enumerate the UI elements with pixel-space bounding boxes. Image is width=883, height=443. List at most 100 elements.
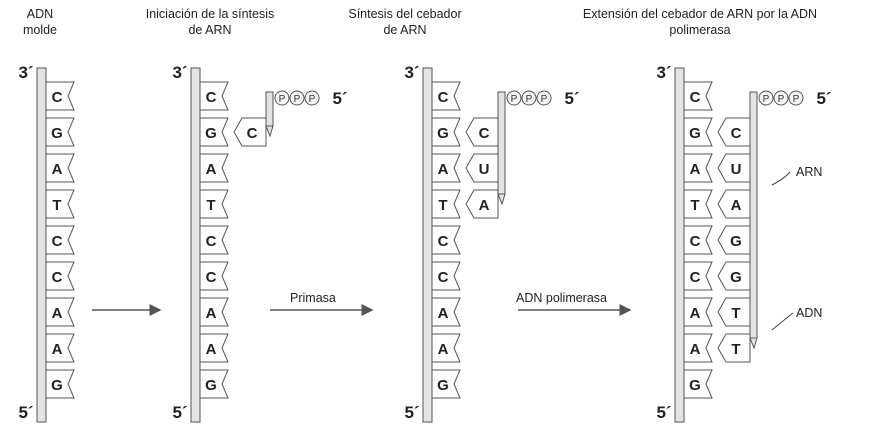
header-line: de ARN xyxy=(383,23,427,37)
new-base-tile xyxy=(717,297,751,327)
template-base-C: C xyxy=(690,269,701,286)
template-base-A: A xyxy=(52,161,63,178)
adn-label: ADN xyxy=(796,306,822,320)
phosphate-circle xyxy=(536,90,552,106)
header-line: Extensión del cebador de ARN por la ADN xyxy=(582,7,818,21)
template-backbone xyxy=(674,67,685,423)
new-base-tile xyxy=(717,189,751,219)
three-prime-label: 3´ xyxy=(18,63,33,82)
five-prime-label: 5´ xyxy=(404,403,419,422)
new-base-A: A xyxy=(731,197,742,214)
template-base-tile xyxy=(431,81,461,111)
triphosphate-five-prime-label: 5´ xyxy=(564,89,579,108)
template-base-tile xyxy=(431,153,461,183)
phosphate-circle xyxy=(773,90,789,106)
triphosphate-five-prime-label: 5´ xyxy=(332,89,347,108)
template-base-tile xyxy=(199,189,229,219)
phosphate-circle xyxy=(289,90,305,106)
primasa-label: Primasa xyxy=(290,291,336,305)
template-base-tile xyxy=(683,153,713,183)
new-base-tile xyxy=(717,117,751,147)
template-base-G: G xyxy=(689,125,701,142)
header-line: ADN xyxy=(26,7,54,21)
new-base-tile xyxy=(465,189,499,219)
new-base-tile xyxy=(465,117,499,147)
three-prime-label: 3´ xyxy=(404,63,419,82)
new-base-C: C xyxy=(247,125,258,142)
template-base-tile xyxy=(45,225,75,255)
template-base-tile xyxy=(683,189,713,219)
template-base-A: A xyxy=(206,161,217,178)
new-strand-backbone xyxy=(265,91,274,127)
three-prime-label: 3´ xyxy=(656,63,671,82)
template-base-tile xyxy=(199,369,229,399)
header-line: molde xyxy=(22,23,58,37)
template-base-tile xyxy=(431,225,461,255)
template-base-G: G xyxy=(437,377,449,394)
template-base-C: C xyxy=(52,269,63,286)
template-base-T: T xyxy=(206,197,215,214)
template-base-tile xyxy=(683,117,713,147)
new-base-tile xyxy=(717,153,751,183)
template-base-C: C xyxy=(438,233,449,250)
new-strand-tip xyxy=(265,125,274,138)
phosphate-letter: P xyxy=(294,94,301,105)
template-base-T: T xyxy=(438,197,447,214)
template-base-A: A xyxy=(206,305,217,322)
template-base-A: A xyxy=(206,341,217,358)
template-base-tile xyxy=(431,369,461,399)
template-base-G: G xyxy=(689,377,701,394)
template-base-G: G xyxy=(437,125,449,142)
adn-pointer xyxy=(771,312,794,331)
five-prime-label: 5´ xyxy=(172,403,187,422)
template-base-tile xyxy=(45,117,75,147)
template-base-C: C xyxy=(438,89,449,106)
template-base-A: A xyxy=(438,341,449,358)
adn-polimerasa-label: ADN polimerasa xyxy=(516,291,607,305)
template-base-C: C xyxy=(690,89,701,106)
phosphate-letter: P xyxy=(763,94,770,105)
template-base-tile xyxy=(45,153,75,183)
arn-pointer xyxy=(771,171,791,186)
template-base-C: C xyxy=(52,89,63,106)
new-base-T: T xyxy=(731,305,740,322)
header-line: Síntesis del cebador xyxy=(348,7,462,21)
template-base-tile xyxy=(45,333,75,363)
template-base-C: C xyxy=(438,269,449,286)
new-strand-tip xyxy=(497,193,506,206)
phosphate-letter: P xyxy=(778,94,785,105)
header-line: polimerasa xyxy=(669,23,731,37)
template-base-tile xyxy=(199,225,229,255)
new-base-U: U xyxy=(731,161,742,178)
template-base-tile xyxy=(45,297,75,327)
phosphate-circle xyxy=(274,90,290,106)
template-base-tile xyxy=(199,117,229,147)
template-backbone xyxy=(422,67,433,423)
template-base-G: G xyxy=(205,125,217,142)
phosphate-letter: P xyxy=(511,94,518,105)
new-base-G: G xyxy=(730,269,742,286)
header-line: de ARN xyxy=(188,23,232,37)
new-base-tile xyxy=(233,117,267,147)
triphosphate-five-prime-label: 5´ xyxy=(816,89,831,108)
template-base-T: T xyxy=(690,197,699,214)
template-base-tile xyxy=(45,81,75,111)
template-base-C: C xyxy=(206,89,217,106)
template-base-A: A xyxy=(438,305,449,322)
new-base-tile xyxy=(717,261,751,291)
template-base-tile xyxy=(199,297,229,327)
template-base-G: G xyxy=(205,377,217,394)
phosphate-circle xyxy=(758,90,774,106)
template-base-A: A xyxy=(52,341,63,358)
header-iniciacion: Iniciación de la síntesis de ARN xyxy=(110,6,310,38)
template-base-A: A xyxy=(690,305,701,322)
template-base-tile xyxy=(431,297,461,327)
template-base-G: G xyxy=(51,377,63,394)
template-base-tile xyxy=(199,333,229,363)
template-base-tile xyxy=(199,81,229,111)
template-base-tile xyxy=(45,261,75,291)
new-base-tile xyxy=(465,153,499,183)
new-base-U: U xyxy=(479,161,490,178)
five-prime-label: 5´ xyxy=(18,403,33,422)
